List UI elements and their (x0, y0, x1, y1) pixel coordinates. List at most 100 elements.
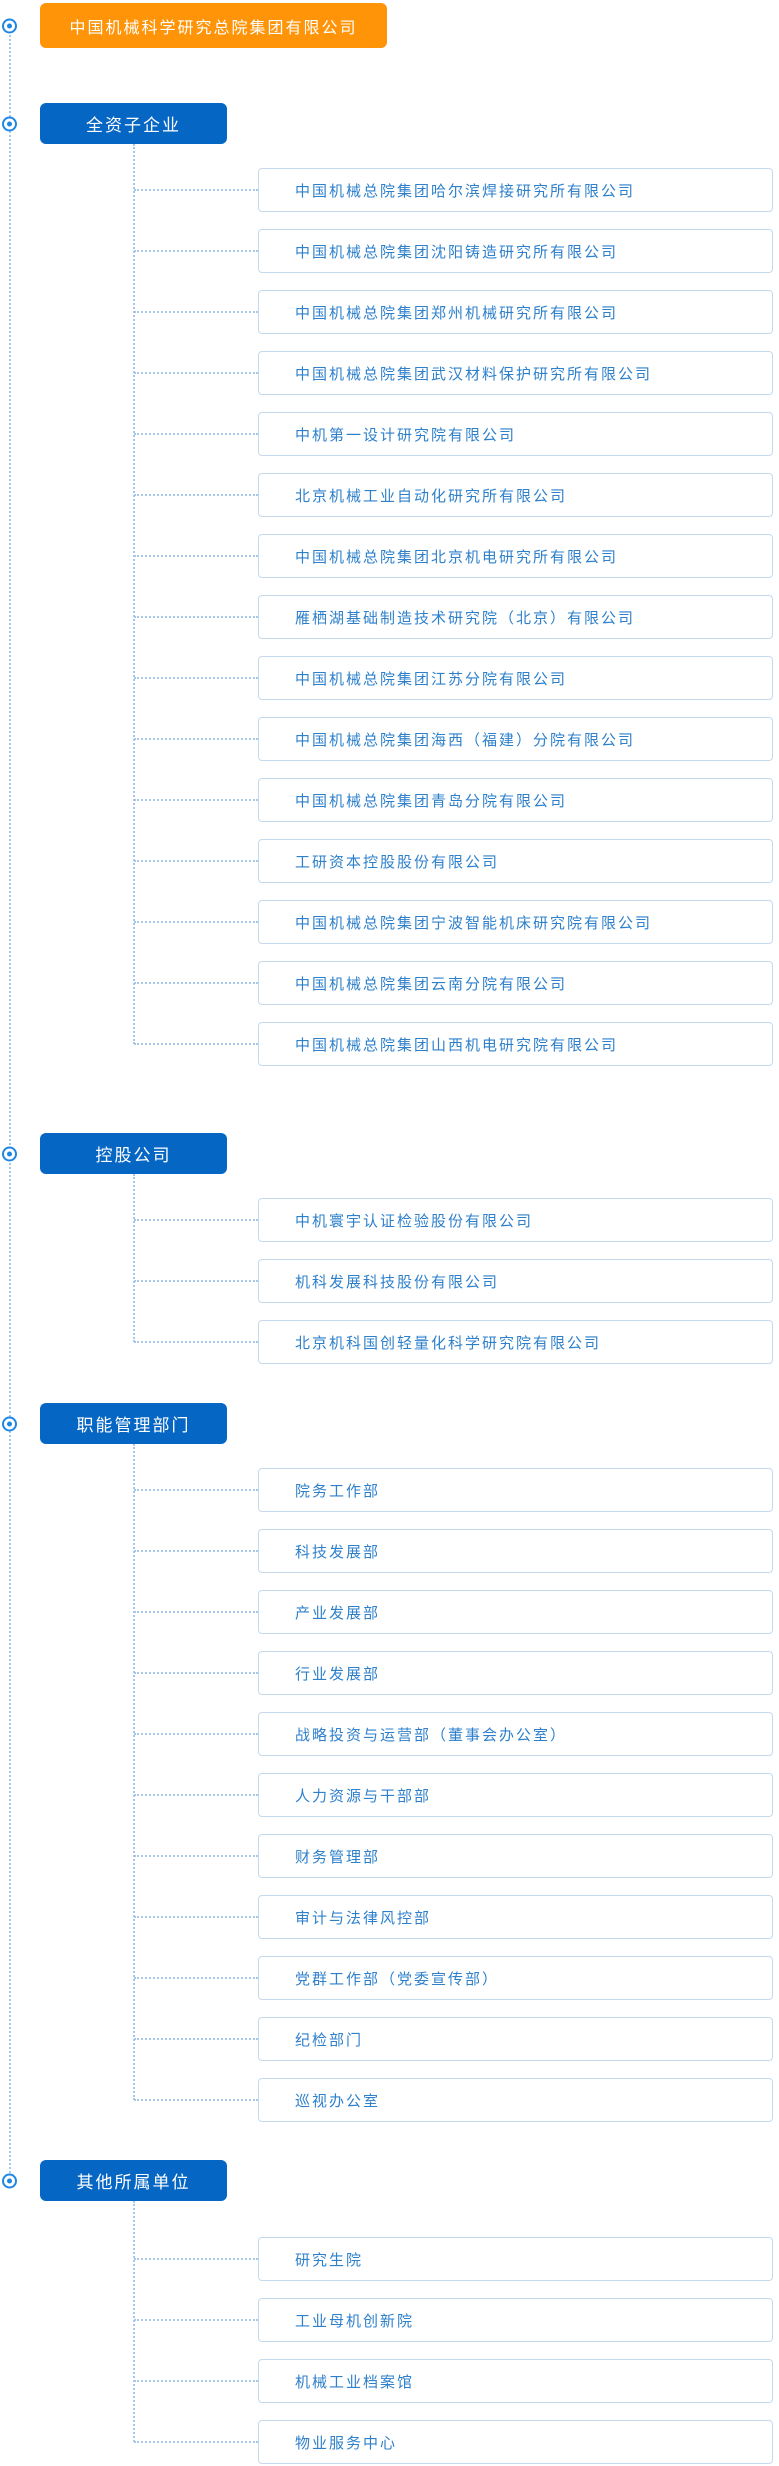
category-button[interactable]: 控股公司 (40, 1133, 227, 1174)
connector-line (134, 1733, 258, 1735)
items-list: 研究生院工业母机创新院机械工业档案馆物业服务中心 (0, 2237, 779, 2464)
org-item[interactable]: 人力资源与干部部 (258, 1773, 773, 1817)
section-holding-companies: 控股公司 中机寰宇认证检验股份有限公司机科发展科技股份有限公司北京机科国创轻量化… (0, 1133, 779, 1364)
bullseye-icon (2, 1146, 17, 1161)
connector-line (134, 311, 258, 313)
org-item[interactable]: 行业发展部 (258, 1651, 773, 1695)
org-item-row: 机械工业档案馆 (0, 2359, 779, 2403)
category-button[interactable]: 全资子企业 (40, 103, 227, 144)
org-item-row: 财务管理部 (0, 1834, 779, 1878)
connector-line (134, 1550, 258, 1552)
org-item-row: 行业发展部 (0, 1651, 779, 1695)
category-row: 职能管理部门 (0, 1403, 779, 1444)
org-item[interactable]: 中国机械总院集团北京机电研究所有限公司 (258, 534, 773, 578)
connector-line (134, 2319, 258, 2321)
org-item[interactable]: 北京机械工业自动化研究所有限公司 (258, 473, 773, 517)
org-item-row: 北京机械工业自动化研究所有限公司 (0, 473, 779, 517)
org-item-row: 中机寰宇认证检验股份有限公司 (0, 1198, 779, 1242)
org-item[interactable]: 巡视办公室 (258, 2078, 773, 2122)
org-item[interactable]: 机科发展科技股份有限公司 (258, 1259, 773, 1303)
org-item[interactable]: 雁栖湖基础制造技术研究院（北京）有限公司 (258, 595, 773, 639)
org-item[interactable]: 研究生院 (258, 2237, 773, 2281)
org-item[interactable]: 中国机械总院集团山西机电研究院有限公司 (258, 1022, 773, 1066)
connector-line (134, 1855, 258, 1857)
org-item[interactable]: 中国机械总院集团云南分院有限公司 (258, 961, 773, 1005)
company-root-node[interactable]: 中国机械科学研究总院集团有限公司 (40, 3, 387, 48)
org-item-row: 工业母机创新院 (0, 2298, 779, 2342)
org-item[interactable]: 党群工作部（党委宣传部） (258, 1956, 773, 2000)
connector-line (134, 1916, 258, 1918)
org-item[interactable]: 中国机械总院集团沈阳铸造研究所有限公司 (258, 229, 773, 273)
org-item[interactable]: 工业母机创新院 (258, 2298, 773, 2342)
org-item[interactable]: 中国机械总院集团江苏分院有限公司 (258, 656, 773, 700)
org-item-row: 科技发展部 (0, 1529, 779, 1573)
org-item[interactable]: 机械工业档案馆 (258, 2359, 773, 2403)
bullseye-dot-icon (7, 121, 12, 126)
bullseye-dot-icon (7, 23, 12, 28)
org-item[interactable]: 工研资本控股股份有限公司 (258, 839, 773, 883)
org-item-row: 巡视办公室 (0, 2078, 779, 2122)
org-item-row: 纪检部门 (0, 2017, 779, 2061)
connector-line (134, 250, 258, 252)
category-button[interactable]: 其他所属单位 (40, 2160, 227, 2201)
org-item[interactable]: 物业服务中心 (258, 2420, 773, 2464)
org-item[interactable]: 科技发展部 (258, 1529, 773, 1573)
items-list: 中机寰宇认证检验股份有限公司机科发展科技股份有限公司北京机科国创轻量化科学研究院… (0, 1198, 779, 1364)
org-item-row: 中国机械总院集团宁波智能机床研究院有限公司 (0, 900, 779, 944)
org-item[interactable]: 审计与法律风控部 (258, 1895, 773, 1939)
connector-line (134, 738, 258, 740)
org-item-row: 机科发展科技股份有限公司 (0, 1259, 779, 1303)
org-item[interactable]: 财务管理部 (258, 1834, 773, 1878)
org-item[interactable]: 院务工作部 (258, 1468, 773, 1512)
org-item-row: 中国机械总院集团北京机电研究所有限公司 (0, 534, 779, 578)
org-item[interactable]: 中国机械总院集团武汉材料保护研究所有限公司 (258, 351, 773, 395)
category-button[interactable]: 职能管理部门 (40, 1403, 227, 1444)
connector-line (134, 372, 258, 374)
connector-line (134, 1977, 258, 1979)
connector-line (134, 2441, 258, 2443)
org-item[interactable]: 中国机械总院集团郑州机械研究所有限公司 (258, 290, 773, 334)
connector-line (134, 2099, 258, 2101)
connector-line (134, 921, 258, 923)
connector-line (134, 494, 258, 496)
org-item-row: 物业服务中心 (0, 2420, 779, 2464)
connector-line (134, 860, 258, 862)
connector-line (134, 1341, 258, 1343)
connector-line (134, 2038, 258, 2040)
org-item[interactable]: 中机第一设计研究院有限公司 (258, 412, 773, 456)
org-item[interactable]: 中国机械总院集团宁波智能机床研究院有限公司 (258, 900, 773, 944)
org-item[interactable]: 中国机械总院集团青岛分院有限公司 (258, 778, 773, 822)
org-item[interactable]: 中机寰宇认证检验股份有限公司 (258, 1198, 773, 1242)
org-item[interactable]: 中国机械总院集团哈尔滨焊接研究所有限公司 (258, 168, 773, 212)
connector-line (134, 1611, 258, 1613)
bullseye-dot-icon (7, 1421, 12, 1426)
org-item-row: 院务工作部 (0, 1468, 779, 1512)
connector-line (134, 677, 258, 679)
connector-line (134, 1672, 258, 1674)
org-item[interactable]: 北京机科国创轻量化科学研究院有限公司 (258, 1320, 773, 1364)
connector-line (134, 1489, 258, 1491)
org-item-row: 北京机科国创轻量化科学研究院有限公司 (0, 1320, 779, 1364)
org-item-row: 中国机械总院集团青岛分院有限公司 (0, 778, 779, 822)
branch-line (133, 1174, 135, 1342)
bullseye-dot-icon (7, 2178, 12, 2183)
connector-line (134, 1219, 258, 1221)
org-item-row: 产业发展部 (0, 1590, 779, 1634)
org-item-row: 中国机械总院集团郑州机械研究所有限公司 (0, 290, 779, 334)
section-wholly-owned: 全资子企业 中国机械总院集团哈尔滨焊接研究所有限公司中国机械总院集团沈阳铸造研究… (0, 103, 779, 1066)
connector-line (134, 1280, 258, 1282)
branch-line (133, 1444, 135, 2100)
bullseye-dot-icon (7, 1151, 12, 1156)
items-list: 中国机械总院集团哈尔滨焊接研究所有限公司中国机械总院集团沈阳铸造研究所有限公司中… (0, 168, 779, 1066)
org-item-row: 工研资本控股股份有限公司 (0, 839, 779, 883)
items-list: 院务工作部科技发展部产业发展部行业发展部战略投资与运营部（董事会办公室） 人力资源… (0, 1468, 779, 2122)
org-item-row: 中国机械总院集团沈阳铸造研究所有限公司 (0, 229, 779, 273)
org-item[interactable]: 中国机械总院集团海西（福建）分院有限公司 (258, 717, 773, 761)
org-item[interactable]: 产业发展部 (258, 1590, 773, 1634)
org-item[interactable]: 战略投资与运营部（董事会办公室） (258, 1712, 773, 1756)
org-item-row: 审计与法律风控部 (0, 1895, 779, 1939)
org-item[interactable]: 纪检部门 (258, 2017, 773, 2061)
bullseye-icon (2, 18, 17, 33)
connector-line (134, 2258, 258, 2260)
